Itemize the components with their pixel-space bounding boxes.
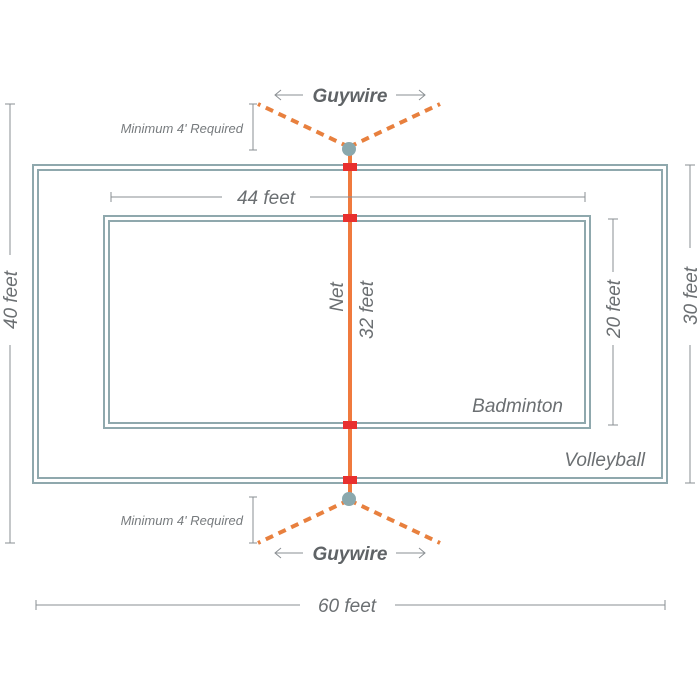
net-clip-badminton-top [343,214,357,222]
minimum-required-bottom: Minimum 4' Required [121,496,257,544]
guywire-bottom-right [348,498,441,545]
guywire-bottom-label: Guywire [313,544,388,565]
pole-top [342,142,356,156]
net-label: Net [327,282,348,312]
net-length-label: 32 feet [357,280,378,339]
guywire-top-label: Guywire [313,86,388,107]
net-clip-badminton-bottom [343,421,357,429]
guywire-bottom-dimension: Guywire [274,544,426,565]
volleyball-label: Volleyball [564,450,645,471]
minimum-required-top: Minimum 4' Required [121,103,257,151]
badminton-length-label: 44 feet [237,188,296,209]
guywire-bottom-left [257,498,350,545]
badminton-court-inner-line [108,220,586,424]
guywire-top-left [257,102,350,149]
overall-length-label: 60 feet [318,596,377,617]
volleyball-width-label: 30 feet [681,266,700,325]
overall-length-dimension: 60 feet [35,596,666,617]
guywire-top-dimension: Guywire [274,86,426,107]
minimum-required-top-label: Minimum 4' Required [121,121,244,136]
net-clip-volleyball-top [343,163,357,171]
badminton-length-dimension: 44 feet [110,188,586,209]
overall-width-dimension: 40 feet [1,103,22,544]
guywire-top-right [348,102,441,149]
badminton-width-dimension: 20 feet [604,218,625,426]
net-clip-volleyball-bottom [343,476,357,484]
volleyball-width-dimension: 30 feet [681,164,700,484]
minimum-required-bottom-label: Minimum 4' Required [121,513,244,528]
badminton-label: Badminton [472,396,563,417]
pole-bottom [342,492,356,506]
overall-width-label: 40 feet [1,270,22,329]
badminton-width-label: 20 feet [604,279,625,339]
